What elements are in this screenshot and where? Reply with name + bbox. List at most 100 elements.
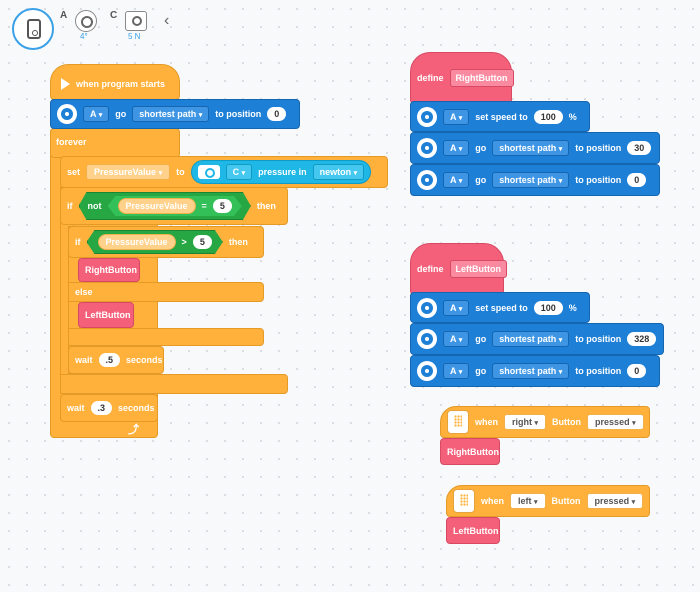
sensor-port-dropdown[interactable]: C ▾ [225,164,253,180]
when-right-button-pressed-block[interactable]: when right ▾ Button pressed ▾ [440,406,650,438]
when-label: when [475,417,499,427]
motor-go-to-position-block[interactable]: A ▾ go shortest path ▾ to position 0 [410,355,660,387]
button-state-dropdown[interactable]: pressed ▾ [586,493,644,509]
when-program-starts-label: when program starts [76,79,166,89]
port-dropdown[interactable]: A ▾ [443,172,470,188]
when-label: when [481,496,505,506]
not-operator[interactable]: not PressureValue = 5 [79,192,251,220]
path-dropdown[interactable]: shortest path ▾ [132,106,210,122]
unit-dropdown[interactable]: newton ▾ [312,164,365,180]
else-label: else [75,287,93,297]
button-state-dropdown[interactable]: pressed ▾ [587,414,644,430]
set-speed-block[interactable]: A ▾ set speed to 100 % [410,292,590,323]
button-label: Button [551,496,581,506]
wait-inner-block[interactable]: wait .5 seconds [68,346,164,374]
motor-go-to-position-block[interactable]: A ▾ go shortest path ▾ to position 328 [410,323,664,355]
call-rightbutton-block[interactable]: RightButton [440,438,500,465]
define-leftbutton-block[interactable]: define LeftButton [410,243,507,295]
call-rightbutton-label: RightButton [85,265,137,275]
wait-label: wait [75,355,93,365]
force-sensor-reporter[interactable]: C ▾ pressure in newton ▾ [190,160,372,184]
hub-icon [453,489,475,513]
path-dropdown[interactable]: shortest path ▾ [492,331,570,347]
button-side-dropdown[interactable]: right ▾ [504,414,547,430]
port-dropdown[interactable]: A ▾ [443,140,470,156]
path-dropdown[interactable]: shortest path ▾ [492,140,570,156]
to-position-label: to position [575,143,622,153]
port-a[interactable]: A 4° [60,10,100,41]
pressure-in-label: pressure in [258,167,307,177]
hub-device-button[interactable] [12,8,54,50]
position-input[interactable]: 30 [627,141,652,155]
port-dropdown[interactable]: A ▾ [443,299,470,316]
define-label: define [417,264,444,274]
position-input[interactable]: 328 [627,332,657,346]
go-label: go [475,175,487,185]
call-leftbutton-block[interactable]: LeftButton [446,517,500,544]
collapse-chevron-icon[interactable]: ‹ [164,12,170,29]
compare-value-input[interactable]: 5 [193,235,212,249]
motor-go-to-position-block[interactable]: A ▾ go shortest path ▾ to position 0 [50,99,300,129]
motor-go-to-position-block[interactable]: A ▾ go shortest path ▾ to position 30 [410,132,660,164]
seconds-label: seconds [126,355,163,365]
port-dropdown[interactable]: A ▾ [443,363,470,379]
port-dropdown[interactable]: A ▾ [443,108,470,125]
define-rightbutton-block[interactable]: define RightButton [410,52,514,104]
speed-input[interactable]: 100 [533,300,563,315]
motor-go-to-position-block[interactable]: A ▾ go shortest path ▾ to position 0 [410,164,660,196]
set-label: set [67,167,81,177]
position-input[interactable]: 0 [627,364,647,378]
call-leftbutton-label: LeftButton [453,525,499,536]
motor-icon [417,138,437,158]
to-position-label: to position [215,109,262,119]
if-inner-header[interactable]: if PressureValue > 5 then [68,226,264,258]
variable-reporter[interactable]: PressureValue [98,234,176,250]
set-speed-block[interactable]: A ▾ set speed to 100 % [410,101,590,132]
position-input[interactable]: 0 [267,107,287,121]
forever-top-bar[interactable] [50,128,180,158]
set-speed-label: set speed to [475,111,528,122]
procedure-name: LeftButton [449,260,507,278]
path-dropdown[interactable]: shortest path ▾ [492,172,570,188]
wait-outer-block[interactable]: wait .3 seconds [60,394,158,422]
force-sensor-icon [125,11,147,31]
if-outer-header[interactable]: if not PressureValue = 5 then [60,187,288,225]
wait-seconds-input[interactable]: .5 [98,353,121,367]
button-label: Button [552,417,582,427]
when-left-button-pressed-block[interactable]: when left ▾ Button pressed ▾ [446,485,650,517]
button-side-dropdown[interactable]: left ▾ [510,493,546,509]
port-dropdown[interactable]: A ▾ [443,331,470,347]
when-program-starts-block[interactable]: when program starts [50,64,180,100]
speed-input[interactable]: 100 [533,109,563,124]
wait-seconds-input[interactable]: .3 [90,401,113,415]
go-label: go [475,143,487,153]
port-dropdown[interactable]: A ▾ [83,106,110,122]
motor-icon [57,104,77,124]
then-label: then [228,237,248,247]
variable-dropdown[interactable]: PressureValue ▾ [86,164,171,180]
set-variable-block[interactable]: set PressureValue ▾ to C ▾ pressure in n… [60,156,388,188]
equals-sign: = [201,201,207,211]
port-c[interactable]: C 5 N [110,10,154,41]
set-speed-label: set speed to [475,302,528,313]
procedure-name: RightButton [449,69,514,87]
path-dropdown[interactable]: shortest path ▾ [492,363,570,379]
if-inner-bottom[interactable] [68,328,264,346]
motor-icon [417,106,437,127]
greater-than-operator[interactable]: PressureValue > 5 [87,230,223,254]
else-bar[interactable]: else [68,282,264,302]
call-rightbutton-block[interactable]: RightButton [78,258,140,282]
call-leftbutton-block[interactable]: LeftButton [78,302,134,328]
motor-icon [417,329,437,349]
compare-value-input[interactable]: 5 [213,199,232,213]
variable-reporter[interactable]: PressureValue [118,198,196,214]
motor-icon [417,170,437,190]
percent-label: % [568,111,577,122]
call-rightbutton-label: RightButton [447,446,499,457]
define-label: define [417,73,444,83]
percent-label: % [568,302,577,313]
position-input[interactable]: 0 [627,173,647,187]
greater-than-sign: > [181,237,187,247]
if-outer-bottom[interactable] [60,374,288,394]
equals-operator[interactable]: PressureValue = 5 [108,196,242,216]
